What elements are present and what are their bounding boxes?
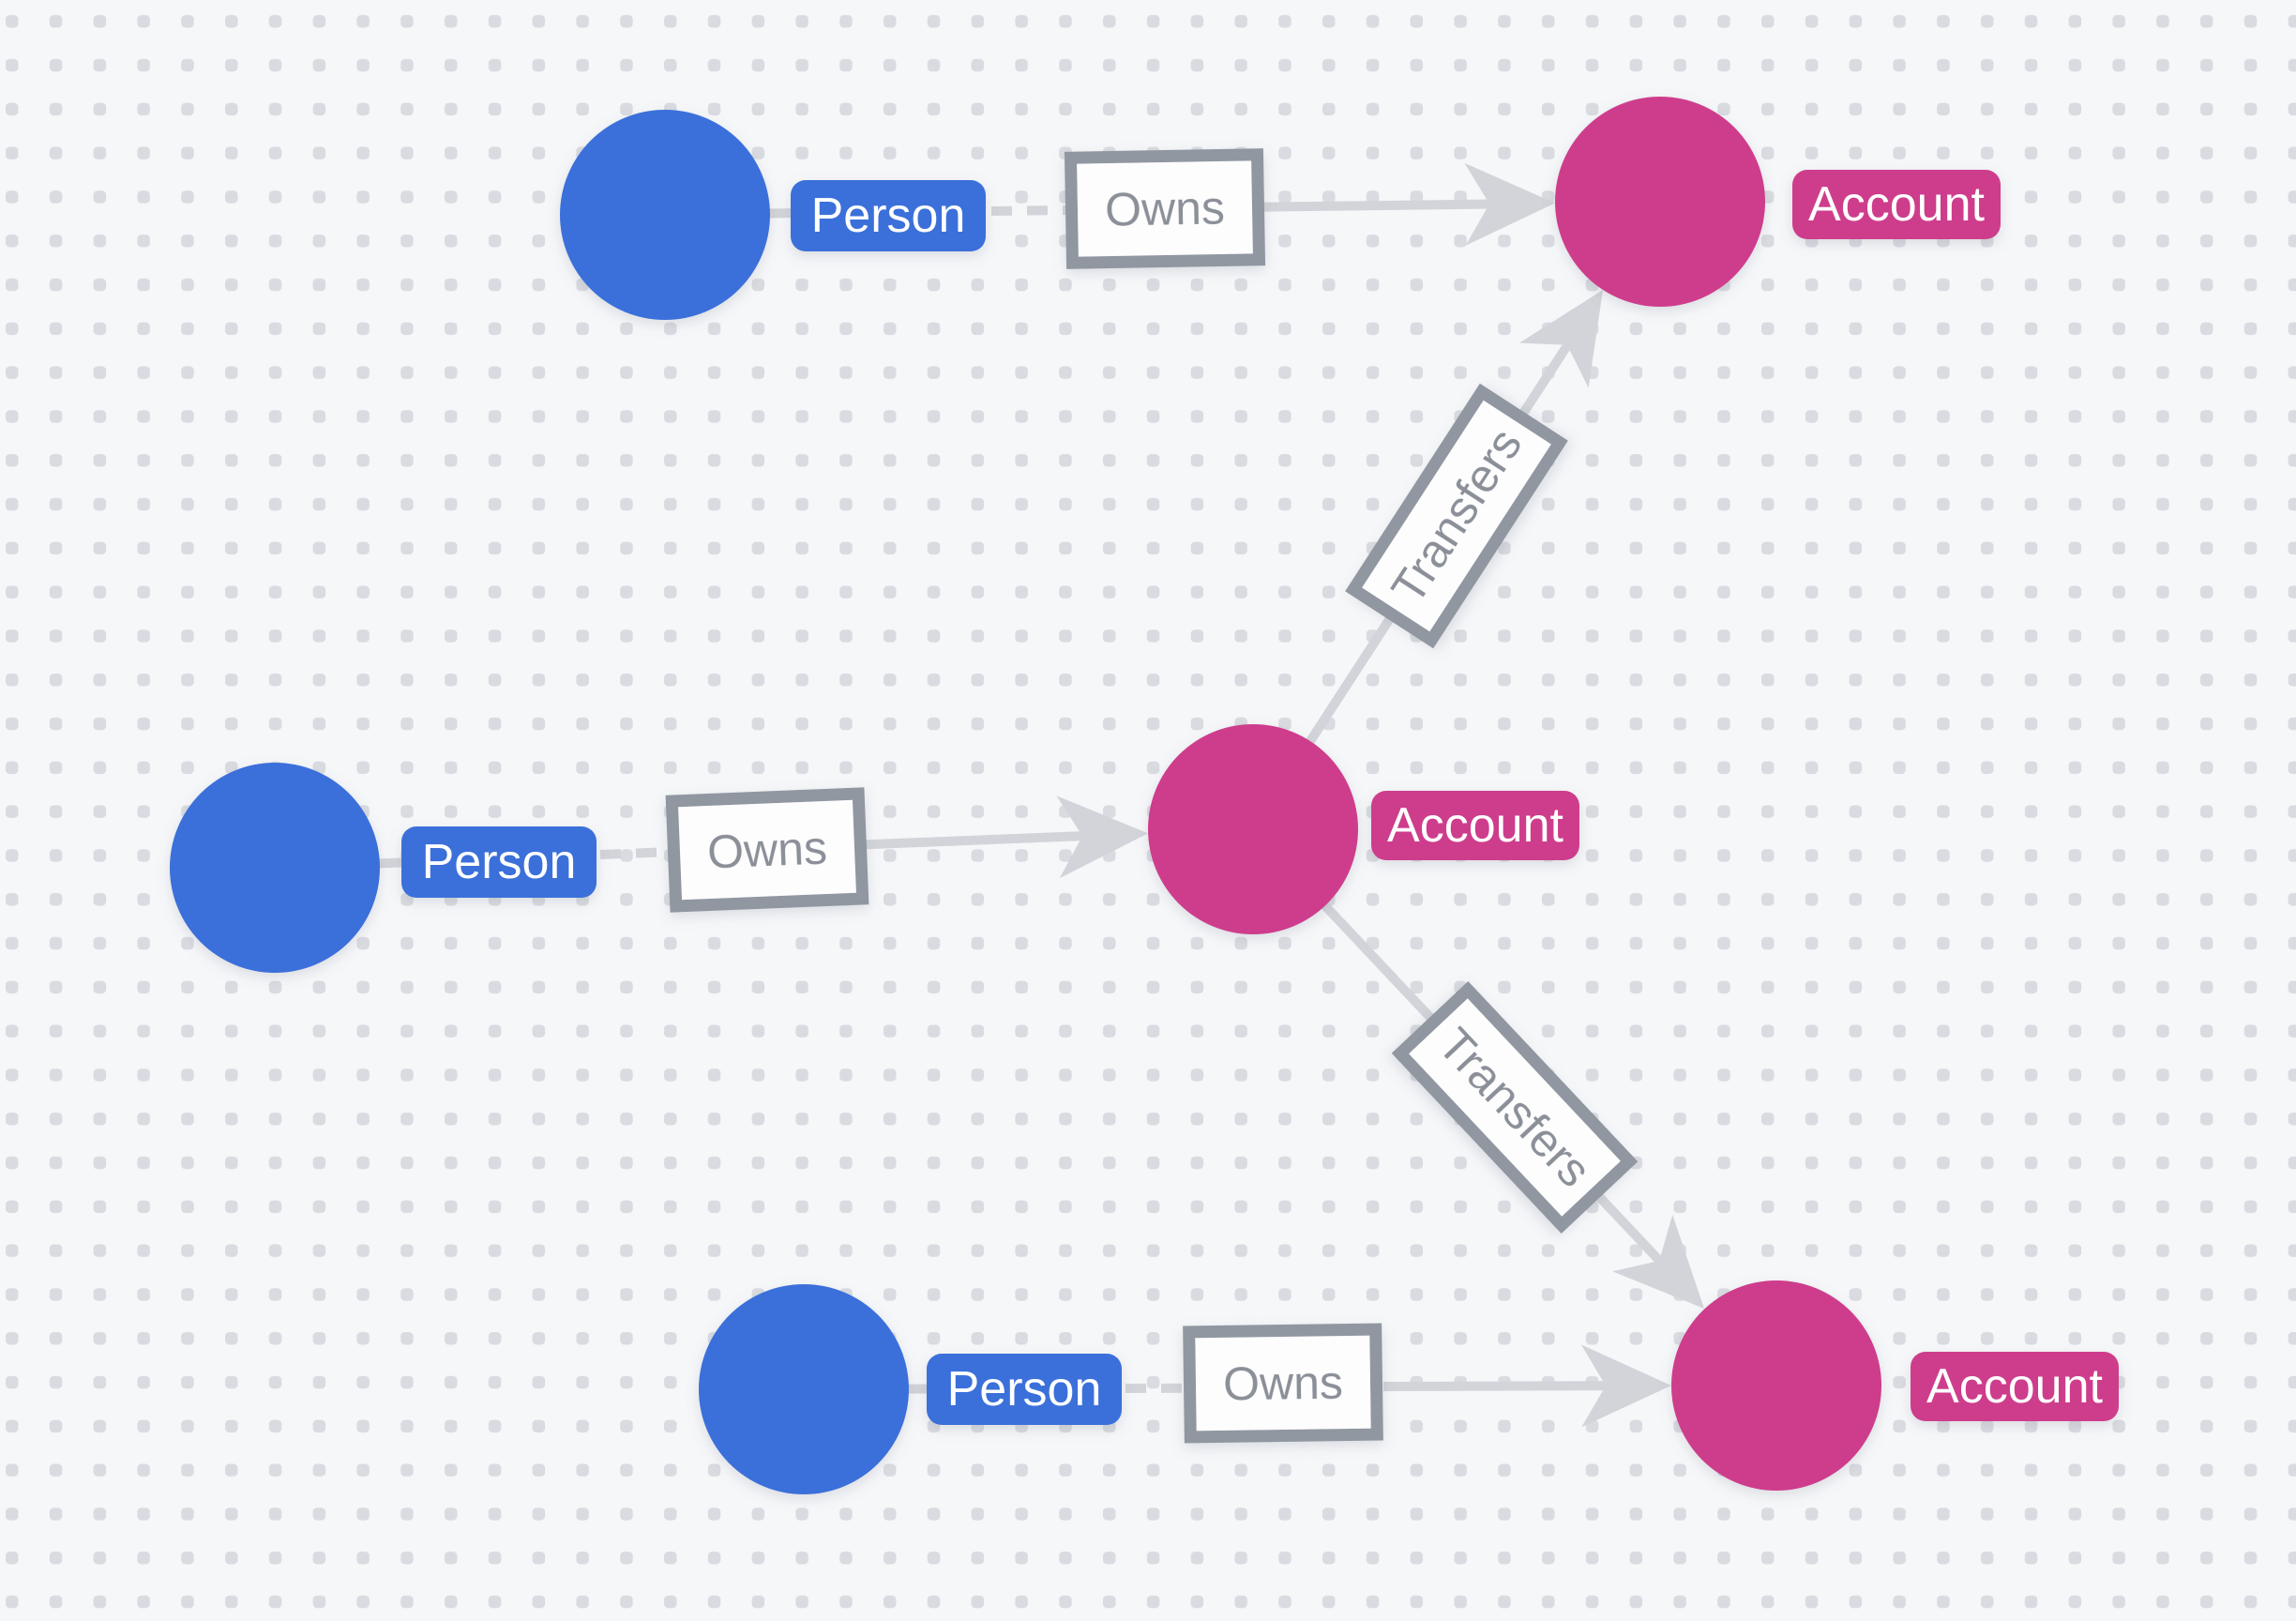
node-label-account-2[interactable]: Account [1371, 791, 1579, 860]
node-label-text: Account [1387, 798, 1563, 853]
edge-main-segment [1263, 199, 1530, 212]
person-node-2[interactable] [170, 763, 380, 973]
node-label-text: Account [1808, 177, 1985, 232]
edge-main-segment [862, 829, 1123, 850]
relationship-box-owns-2[interactable]: Owns [665, 787, 869, 913]
node-label-text: Person [422, 835, 577, 889]
account-node-1[interactable] [1555, 97, 1765, 307]
node-label-account-3[interactable]: Account [1911, 1352, 2119, 1421]
account-node-3[interactable] [1671, 1280, 1881, 1491]
node-label-person-3[interactable]: Person [927, 1354, 1122, 1425]
account-node-2[interactable] [1148, 724, 1358, 934]
edge-dashed-segment [990, 205, 1070, 216]
relationship-label: Owns [1223, 1356, 1344, 1411]
relationship-box-owns-1[interactable]: Owns [1064, 148, 1266, 269]
person-node-1[interactable] [560, 110, 770, 320]
relationship-label: Owns [706, 821, 828, 878]
relationship-box-owns-3[interactable]: Owns [1183, 1323, 1383, 1444]
node-label-text: Person [947, 1362, 1102, 1416]
person-node-3[interactable] [699, 1284, 909, 1494]
node-label-text: Person [811, 189, 966, 243]
node-label-text: Account [1926, 1359, 2103, 1414]
relationship-label: Owns [1105, 181, 1226, 235]
node-label-account-1[interactable]: Account [1792, 170, 2001, 239]
edge-dashed-segment [599, 847, 672, 859]
node-label-person-1[interactable]: Person [791, 180, 986, 251]
node-label-person-2[interactable]: Person [401, 826, 597, 898]
